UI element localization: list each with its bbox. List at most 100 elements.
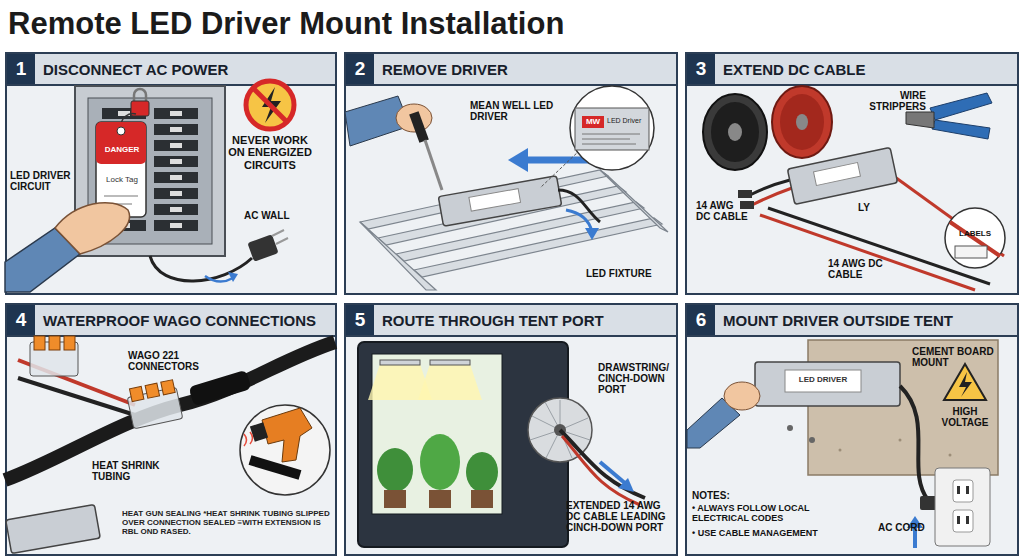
- red-spool: [772, 86, 832, 158]
- no-power-sign: [253, 88, 287, 122]
- ac-cord: [900, 386, 938, 510]
- cement-board: [808, 340, 998, 475]
- lockout-tag: [96, 122, 146, 217]
- dc-cable: [618, 478, 634, 492]
- high-voltage-sign: [944, 364, 986, 400]
- heat-gun-callout: [250, 460, 300, 475]
- direction-arrow: [508, 148, 528, 172]
- wall-outlet: [966, 486, 969, 494]
- grow-tent: [372, 354, 502, 514]
- wago-connector: [127, 387, 183, 429]
- zoom-callout: [582, 134, 640, 135]
- panel-header: 1DISCONNECT AC POWER: [7, 54, 335, 86]
- screwdriver-hand: [409, 111, 429, 143]
- zoom-callout: [582, 144, 636, 145]
- label-callout: [955, 246, 987, 258]
- led-driver: [787, 147, 897, 204]
- breaker-panel: [88, 98, 212, 244]
- black-spool: [711, 102, 759, 162]
- dc-cable: [600, 462, 626, 484]
- hand: [55, 203, 129, 254]
- wago-connector: [30, 342, 78, 376]
- led-driver: [787, 147, 897, 204]
- grow-tent: [368, 364, 432, 400]
- grow-tent: [384, 490, 406, 508]
- lockout-tag: [104, 203, 132, 205]
- wall-outlet: [966, 516, 969, 524]
- heat-gun-callout: [244, 432, 253, 446]
- hand: [5, 228, 80, 292]
- grow-tent: [430, 360, 470, 365]
- grow-tent: [418, 364, 482, 400]
- led-driver: [438, 176, 600, 226]
- step-number: 6: [687, 305, 715, 335]
- panel-header: 6 MOUNT DRIVER OUTSIDE TENT: [687, 305, 1017, 337]
- ac-cord: [920, 496, 938, 510]
- label-callout: [945, 208, 1005, 268]
- led-fixture: [378, 186, 626, 245]
- dc-wires: [752, 188, 792, 205]
- step-heading: MOUNT DRIVER OUTSIDE TENT: [723, 312, 953, 329]
- step-panel: 5 ROUTE THROUGH TENT PORT: [344, 303, 678, 556]
- lockout-tag: [96, 122, 146, 164]
- panel-header: 2REMOVE DRIVER: [346, 54, 676, 86]
- step-number: 2: [346, 54, 374, 84]
- breaker-panel: [75, 86, 225, 256]
- cinch-port: [528, 398, 592, 462]
- led-fixture: [414, 218, 662, 277]
- power-cord: [150, 256, 252, 282]
- cement-board: [949, 454, 952, 457]
- dc-cable: [562, 436, 640, 505]
- screwdriver-hand: [345, 96, 442, 190]
- direction-arrow: [508, 148, 600, 240]
- step-heading: ROUTE THROUGH TENT PORT: [382, 312, 604, 329]
- lockout-tag: [121, 114, 136, 126]
- led-driver: [558, 190, 600, 222]
- heat-gun-callout: [250, 422, 268, 442]
- wire-strippers: [906, 112, 934, 128]
- high-voltage-sign: [944, 364, 986, 400]
- grow-tent: [429, 490, 451, 508]
- cables: [18, 378, 135, 415]
- zoom-callout: [540, 86, 654, 188]
- high-voltage-sign: [959, 372, 972, 397]
- step-number: 5: [346, 305, 374, 335]
- dc-wires: [740, 201, 754, 209]
- step-panel: 2REMOVE DRIVER: [344, 52, 678, 295]
- grow-tent: [377, 448, 413, 492]
- led-driver: [6, 504, 101, 553]
- screwdriver-hand: [396, 104, 432, 132]
- led-driver: [787, 425, 793, 431]
- label-callout: [945, 208, 1005, 268]
- direction-arrow: [566, 210, 592, 232]
- cement-board: [808, 340, 998, 475]
- padlock: [134, 89, 146, 102]
- power-cord: [205, 276, 233, 282]
- grow-tent: [420, 434, 460, 490]
- ac-cord: [900, 386, 928, 500]
- step-heading: DISCONNECT AC POWER: [43, 61, 228, 78]
- cement-board: [899, 439, 902, 442]
- screwdriver-hand: [345, 96, 410, 146]
- zoom-callout: [582, 139, 630, 140]
- wall-outlet: [907, 468, 990, 548]
- step-panel: 1DISCONNECT AC POWER: [5, 52, 337, 295]
- led-fixture: [360, 170, 608, 229]
- step-panel: 6 MOUNT DRIVER OUTSIDE TENT: [685, 303, 1019, 556]
- led-driver: [809, 437, 815, 443]
- led-driver: [755, 362, 900, 406]
- step-number: 3: [687, 54, 715, 84]
- dc-cable: [560, 430, 645, 498]
- wago-connector: [34, 336, 45, 350]
- wall-outlet: [913, 526, 917, 548]
- led-fixture: [360, 170, 668, 290]
- heat-shrink: [188, 370, 251, 407]
- padlock: [131, 89, 149, 116]
- step-heading: EXTEND DC CABLE: [723, 61, 866, 78]
- dc-wires: [738, 172, 1004, 290]
- wall-plug: [247, 230, 288, 262]
- led-driver: [785, 370, 861, 392]
- no-power-sign: [262, 87, 281, 123]
- wago-connector: [161, 380, 175, 395]
